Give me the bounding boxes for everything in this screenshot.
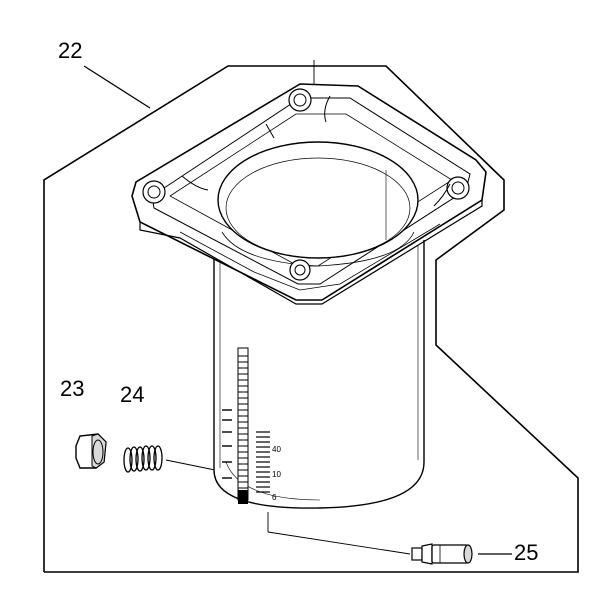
scale-mark-0: 40 <box>272 445 281 454</box>
scale-mark-1: 10 <box>272 470 281 479</box>
part-25-valve <box>411 543 473 565</box>
callout-24: 24 <box>120 382 145 407</box>
leader-line-24 <box>165 459 216 471</box>
mounting-hole-tl <box>142 180 166 204</box>
callout-25: 25 <box>514 540 539 565</box>
part-23-nut <box>75 433 107 469</box>
mounting-hole-tr <box>288 88 312 112</box>
top-flange <box>131 83 487 305</box>
callout-23: 23 <box>60 376 85 401</box>
callout-22: 22 <box>58 38 83 63</box>
part-24-spring <box>123 445 163 473</box>
mounting-hole-bl <box>289 259 311 281</box>
group-boundary <box>43 65 579 573</box>
graduation-scale: 40 10 6 <box>222 347 281 504</box>
leader-line-22 <box>83 65 151 109</box>
leader-line-25b <box>267 531 411 555</box>
scale-mark-2: 6 <box>272 493 277 502</box>
mounting-hole-br <box>446 176 470 200</box>
canister-body <box>213 240 425 509</box>
